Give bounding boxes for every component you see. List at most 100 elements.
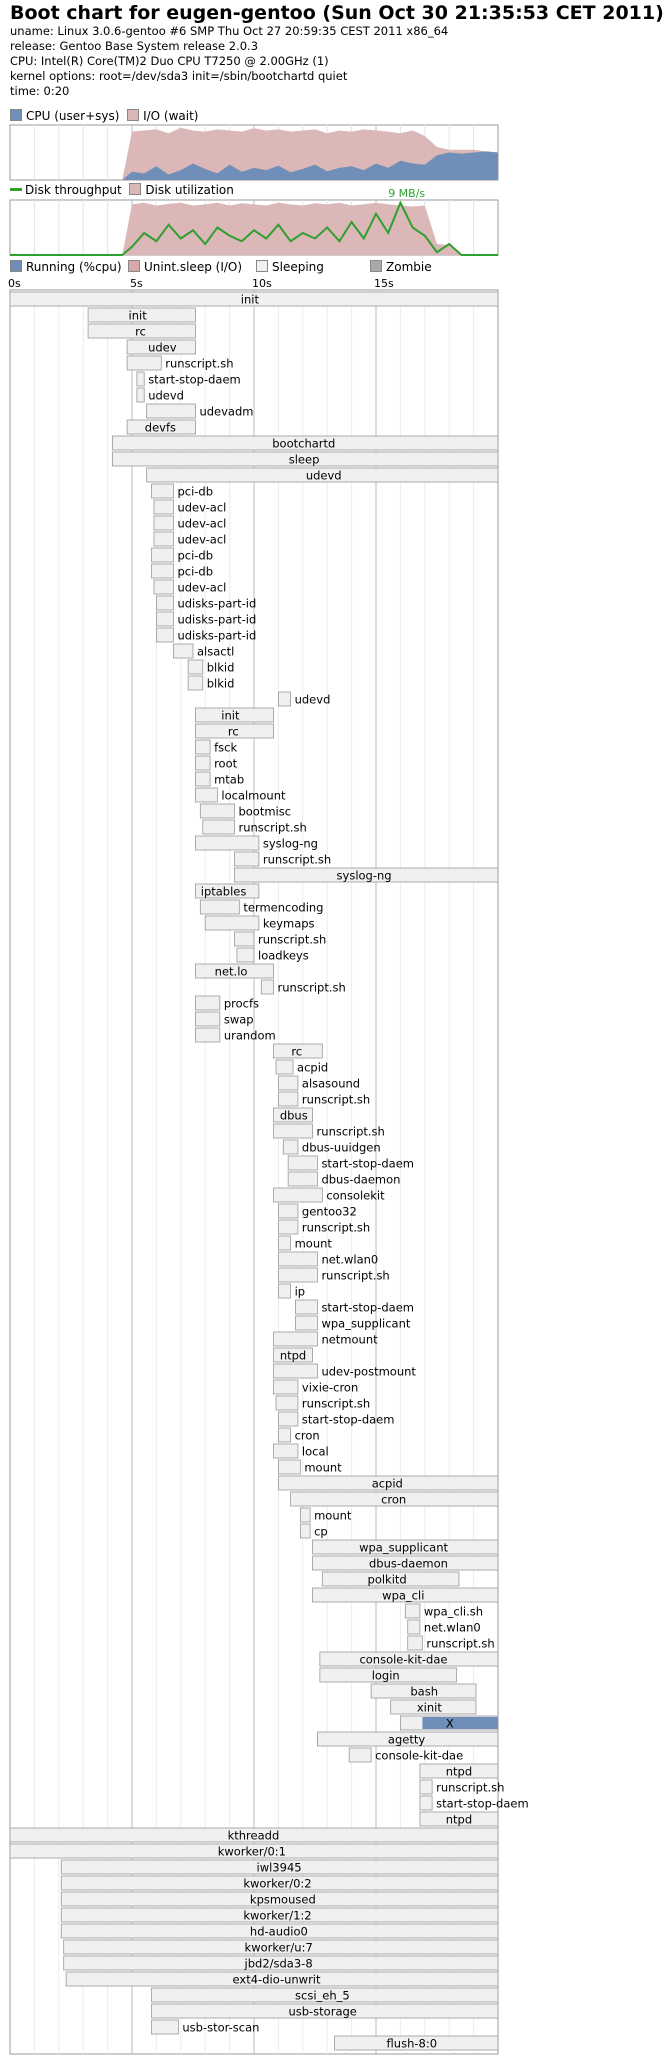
process-label: acpid	[297, 1061, 328, 1075]
process-label: pci-db	[177, 565, 213, 579]
process-label: udisks-part-id	[177, 629, 256, 643]
process-bar	[334, 2035, 499, 2051]
throughput-legend-label: Disk throughput	[25, 183, 122, 197]
process-label: start-stop-daem	[321, 1157, 414, 1171]
process-label: udev-acl	[177, 501, 226, 515]
process-label: local	[302, 1445, 329, 1459]
process-bar	[195, 739, 211, 755]
process-label: usb-storage	[288, 2005, 356, 2019]
process-label: console-kit-dae	[375, 1749, 463, 1763]
process-bar	[287, 1171, 318, 1187]
process-bar	[312, 1587, 499, 1603]
process-label: root	[214, 757, 238, 771]
process-bar	[277, 1251, 318, 1267]
cpu-line: CPU: Intel(R) Core(TM)2 Duo CPU T7250 @ …	[10, 54, 329, 68]
process-bar	[277, 1203, 299, 1219]
process-bar	[202, 819, 235, 835]
process-label: pci-db	[177, 485, 213, 499]
process-bar	[407, 1635, 423, 1651]
process-bar	[151, 483, 174, 499]
process-label: bash	[410, 1685, 438, 1699]
process-bar	[153, 531, 174, 547]
process-bar	[277, 1459, 301, 1475]
process-label: cron	[295, 1429, 320, 1443]
process-bar	[112, 435, 499, 451]
zombie-swatch	[370, 260, 382, 272]
process-label: udevd	[148, 389, 184, 403]
process-bar	[153, 579, 174, 595]
running-swatch	[10, 260, 22, 272]
process-label: start-stop-daem	[302, 1413, 395, 1427]
process-label: dbus-daemon	[321, 1173, 400, 1187]
process-bar	[319, 1667, 457, 1683]
process-label: polkitd	[368, 1573, 407, 1587]
process-bar	[277, 1075, 299, 1091]
process-label: dbus	[280, 1109, 308, 1123]
process-label: termencoding	[243, 901, 323, 915]
throughput-legend-item: Disk throughput	[10, 183, 122, 197]
process-label: udevd	[295, 693, 331, 707]
process-label: iwl3945	[257, 1861, 302, 1875]
process-label: init	[221, 709, 240, 723]
process-label: dbus-daemon	[369, 1557, 448, 1571]
process-bar	[60, 1923, 499, 1939]
uname-line: uname: Linux 3.0.6-gentoo #6 SMP Thu Oct…	[10, 24, 449, 38]
process-bar	[275, 1059, 294, 1075]
process-label: cron	[381, 1493, 406, 1507]
process-bar	[151, 1987, 499, 2003]
process-bar	[60, 1859, 499, 1875]
process-bar	[63, 1955, 499, 1971]
process-bar	[9, 1843, 499, 1859]
process-bar	[234, 931, 255, 947]
process-label: udisks-part-id	[177, 597, 256, 611]
process-bar	[60, 1875, 499, 1891]
process-bar	[195, 1011, 221, 1027]
process-bar	[419, 1763, 499, 1779]
process-label: runscript.sh	[426, 1637, 494, 1651]
process-bar	[146, 467, 499, 483]
process-bar	[277, 1219, 299, 1235]
process-label: hd-audio0	[250, 1925, 308, 1939]
process-bar	[204, 915, 260, 931]
process-bar	[136, 387, 145, 403]
process-label: devfs	[145, 421, 176, 435]
process-label: ext4-dio-unwrit	[233, 1973, 321, 1987]
process-label: wpa_supplicant	[359, 1541, 448, 1555]
unint-legend-label: Unint.sleep (I/O)	[144, 260, 243, 274]
process-bar	[404, 1603, 421, 1619]
process-label: localmount	[221, 789, 286, 803]
process-bar	[277, 1411, 299, 1427]
process-label: blkid	[207, 661, 235, 675]
process-bar	[277, 1267, 318, 1283]
process-label: dbus-uuidgen	[302, 1141, 381, 1155]
process-label: cp	[314, 1525, 328, 1539]
process-label: alsactl	[197, 645, 234, 659]
process-label: wpa_cli.sh	[424, 1605, 483, 1619]
process-bar	[299, 1523, 311, 1539]
time-tick-label: 5s	[130, 277, 143, 290]
process-label: init	[129, 309, 148, 323]
process-label: ntpd	[280, 1349, 306, 1363]
cpu-area	[10, 151, 498, 180]
process-bar	[146, 403, 196, 419]
process-label: rc	[228, 725, 239, 739]
process-label: udev	[148, 341, 177, 355]
process-label: wpa_cli	[382, 1589, 424, 1603]
process-label: mount	[304, 1461, 342, 1475]
process-label: net.wlan0	[321, 1253, 378, 1267]
process-bar	[234, 851, 260, 867]
process-bar	[321, 1571, 460, 1587]
process-bar	[60, 1907, 499, 1923]
util-swatch	[129, 183, 142, 195]
process-bar	[153, 515, 174, 531]
process-label: start-stop-daem	[436, 1797, 529, 1811]
process-label: runscript.sh	[302, 1397, 370, 1411]
time-tick-label: 0s	[8, 277, 21, 290]
process-label: mount	[295, 1237, 333, 1251]
process-label: runscript.sh	[263, 853, 331, 867]
cpu-legend: CPU (user+sys) I/O (wait)	[10, 109, 198, 123]
running-legend-label: Running (%cpu)	[26, 260, 122, 274]
process-label: swap	[224, 1013, 254, 1027]
process-label: runscript.sh	[238, 821, 306, 835]
process-label: ntpd	[446, 1765, 472, 1779]
